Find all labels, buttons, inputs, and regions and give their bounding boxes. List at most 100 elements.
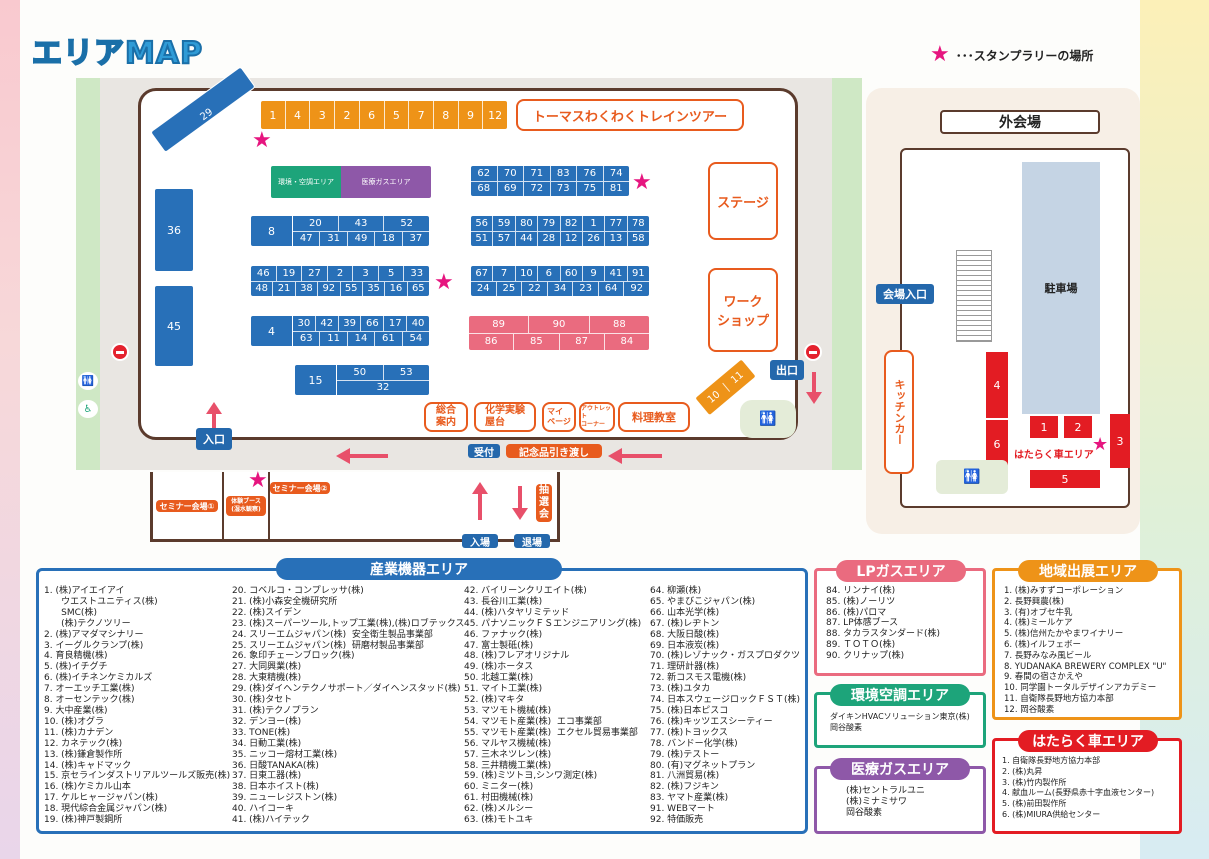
chem-booth[interactable]: 化学実験 屋台 bbox=[474, 402, 536, 432]
train-tour-area[interactable]: トーマスわくわくトレインツアー bbox=[516, 99, 744, 131]
cooking-class[interactable]: 料理教室 bbox=[618, 402, 690, 432]
booth-cell[interactable]: 21 bbox=[272, 281, 294, 296]
booth-cell[interactable]: 1 bbox=[269, 108, 277, 122]
booth-cell[interactable]: 56 bbox=[475, 217, 489, 229]
lot-6[interactable]: 6 bbox=[986, 420, 1008, 468]
booth-cell[interactable]: 49 bbox=[346, 231, 374, 246]
booth-cell[interactable]: 54 bbox=[401, 331, 429, 346]
booth-cell[interactable]: 85 bbox=[513, 333, 558, 350]
booth-cell[interactable]: 40 bbox=[406, 316, 429, 331]
booth-cell[interactable]: 87 bbox=[558, 333, 604, 350]
kitchen-car-area[interactable]: キッチンカー bbox=[884, 350, 914, 474]
booth-cell[interactable]: 52 bbox=[383, 216, 429, 231]
booth-cell[interactable]: 84 bbox=[603, 333, 649, 350]
booth-cell[interactable]: 10 bbox=[514, 266, 537, 281]
booth-cell[interactable]: 62 bbox=[477, 167, 491, 179]
mypage-booth[interactable]: マイ ページ bbox=[542, 402, 576, 432]
booth-cell[interactable]: 57 bbox=[492, 231, 514, 246]
booth-cell[interactable]: 43 bbox=[337, 216, 384, 231]
booth-45[interactable]: 45 bbox=[154, 285, 194, 367]
booth-cell[interactable]: 37 bbox=[401, 231, 429, 246]
booth-cell[interactable]: 81 bbox=[602, 181, 630, 196]
booth-cell[interactable]: 89 bbox=[492, 318, 506, 330]
booth-cell[interactable]: 91 bbox=[626, 266, 649, 281]
leave-label[interactable]: 退場 bbox=[514, 534, 550, 549]
booth-cell[interactable]: 44 bbox=[514, 231, 537, 246]
booth-cell[interactable]: 59 bbox=[492, 216, 514, 231]
gift-handover-label[interactable]: 記念品引き渡し bbox=[506, 444, 602, 459]
booth-cell[interactable]: 26 bbox=[581, 231, 604, 246]
booth-cell[interactable]: 58 bbox=[626, 231, 649, 246]
booth-cell[interactable]: 67 bbox=[475, 267, 489, 279]
workshop-area[interactable]: ワーク ショップ bbox=[708, 268, 778, 352]
booth-cell[interactable]: 46 bbox=[256, 267, 270, 279]
booth-cell[interactable]: 73 bbox=[549, 181, 577, 196]
booth-cell[interactable]: 7 bbox=[492, 266, 514, 281]
booth-cell[interactable]: 17 bbox=[383, 316, 406, 331]
booth-cell[interactable]: 8 bbox=[432, 101, 458, 129]
booth-cell[interactable]: 3 bbox=[352, 266, 378, 281]
booth-cell[interactable]: 33 bbox=[403, 266, 429, 281]
booth-cell[interactable]: 14 bbox=[346, 331, 374, 346]
entry-label[interactable]: 入場 bbox=[462, 534, 498, 549]
booth-cell[interactable]: 42 bbox=[314, 316, 338, 331]
booth-cell[interactable]: 19 bbox=[275, 266, 302, 281]
booth-cell[interactable]: 77 bbox=[604, 216, 626, 231]
lot-3[interactable]: 3 bbox=[1110, 414, 1130, 468]
experience-booth[interactable]: 体験ブース (湿水観察) bbox=[226, 496, 266, 516]
booth-cell[interactable]: 78 bbox=[626, 216, 649, 231]
booth-cell[interactable]: 12 bbox=[482, 101, 507, 129]
booth-cell[interactable]: 64 bbox=[597, 281, 624, 296]
booth-cell[interactable]: 75 bbox=[576, 181, 603, 196]
booth-cell[interactable]: 4 bbox=[284, 101, 310, 129]
booth-cell[interactable]: 7 bbox=[408, 101, 433, 129]
kankyo-iryo-block[interactable]: 環境・空調エリア 医療ガスエリア bbox=[270, 165, 432, 199]
booth-cell[interactable]: 6 bbox=[358, 101, 384, 129]
booth-cell[interactable]: 35 bbox=[361, 281, 384, 296]
lot-4[interactable]: 4 bbox=[986, 352, 1008, 418]
parking-lot[interactable]: 駐車場 bbox=[1022, 162, 1100, 414]
lot-1[interactable]: 1 bbox=[1030, 416, 1058, 438]
booth-cell[interactable]: 76 bbox=[576, 166, 603, 181]
lot-5[interactable]: 5 bbox=[1030, 470, 1100, 488]
booth-cell[interactable]: 3 bbox=[309, 101, 334, 129]
info-desk[interactable]: 総合 案内 bbox=[424, 402, 468, 432]
booth-36[interactable]: 36 bbox=[154, 188, 194, 272]
booth-cell[interactable]: 50 bbox=[353, 366, 367, 378]
booth-cell[interactable]: 2 bbox=[334, 101, 359, 129]
booth-cell[interactable]: 22 bbox=[521, 281, 547, 296]
booth-cell[interactable]: 5 bbox=[383, 101, 409, 129]
booth-cell[interactable]: 48 bbox=[255, 283, 269, 295]
reception-label[interactable]: 受付 bbox=[468, 444, 500, 459]
booth-cell[interactable]: 70 bbox=[496, 166, 524, 181]
booth-cell[interactable]: 86 bbox=[484, 336, 498, 348]
booth-cell[interactable]: 79 bbox=[537, 216, 559, 231]
booth-cell[interactable]: 24 bbox=[476, 283, 490, 295]
booth-cell[interactable]: 71 bbox=[523, 166, 550, 181]
booth-cell[interactable]: 28 bbox=[537, 231, 559, 246]
booth-cell[interactable]: 82 bbox=[559, 216, 582, 231]
booth-cell[interactable]: 38 bbox=[294, 281, 317, 296]
seminar-room-2[interactable]: セミナー会場② bbox=[270, 482, 330, 494]
outlet-corner[interactable]: アウトレット コーナー bbox=[579, 402, 615, 432]
booth-cell[interactable]: 20 bbox=[308, 217, 322, 229]
booth-cell[interactable]: 13 bbox=[604, 231, 626, 246]
booth-cell[interactable]: 68 bbox=[477, 183, 491, 195]
seminar-room-1[interactable]: セミナー会場① bbox=[156, 500, 218, 512]
booth-cell[interactable]: 6 bbox=[537, 266, 559, 281]
booth-cell[interactable]: 72 bbox=[523, 181, 550, 196]
booth-cell[interactable]: 31 bbox=[319, 231, 346, 246]
booth-cell[interactable]: 12 bbox=[559, 231, 582, 246]
booth-cell[interactable]: 60 bbox=[559, 266, 582, 281]
lottery-label[interactable]: 抽 選 会 bbox=[536, 484, 552, 522]
booth-cell[interactable]: 88 bbox=[588, 316, 649, 333]
booth-cell[interactable]: 80 bbox=[514, 216, 537, 231]
booth-cell[interactable]: 9 bbox=[457, 101, 483, 129]
